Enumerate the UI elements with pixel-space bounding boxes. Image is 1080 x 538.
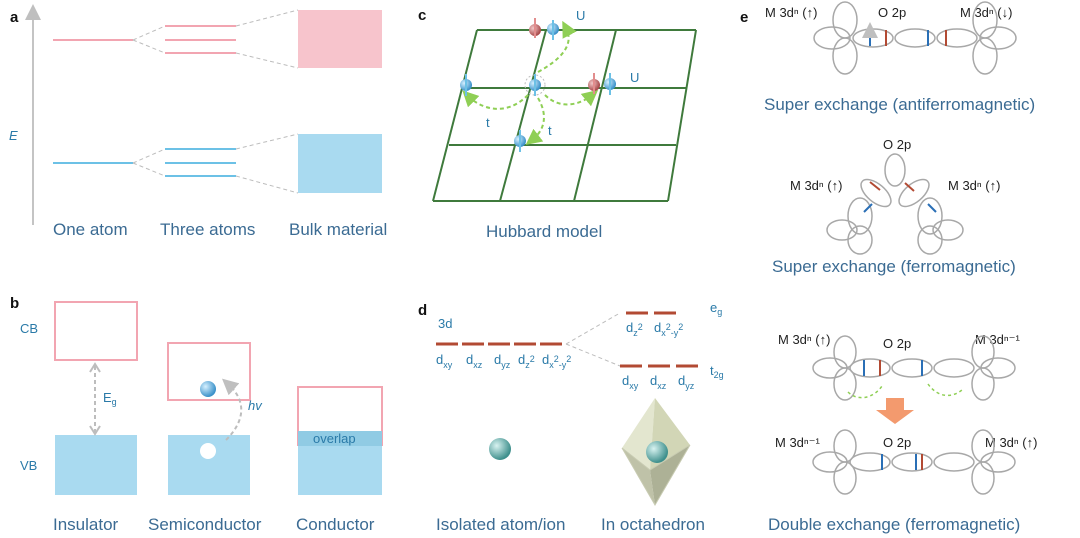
overlap-region: [298, 431, 382, 446]
octahedron: [621, 398, 691, 506]
excited-electron: [200, 381, 216, 397]
bulk-band-blue: [298, 134, 382, 193]
oxygen-2p-label: O 2p: [883, 336, 911, 351]
oxygen-2p-label: O 2p: [883, 137, 911, 152]
overlap-label: overlap: [313, 431, 356, 446]
octahedral-ion-sphere: [646, 441, 668, 463]
panel-e: e M 3dⁿ (↑) O 2p M 3dⁿ (↓) Super exchang…: [740, 1, 1037, 534]
cb-label: CB: [20, 321, 38, 336]
orbital-dz2: dz2: [518, 352, 535, 370]
oxygen-2p-label: O 2p: [883, 435, 911, 450]
bulk-band-pink: [298, 10, 382, 68]
panel-e-letter: e: [740, 9, 748, 26]
energy-axis-label: E: [9, 128, 18, 143]
caption-double-exchange: Double exchange (ferromagnetic): [768, 515, 1020, 534]
caption-insulator: Insulator: [53, 515, 119, 534]
metal-spin-up-label: M 3dⁿ (↑): [790, 178, 842, 193]
orbital-dxy: dxy: [436, 352, 453, 370]
caption-bulk-material: Bulk material: [289, 220, 387, 239]
metal-spin-up-label: M 3dⁿ (↑): [765, 5, 817, 20]
panel-a: a E One atom Three atoms Bulk material: [9, 4, 387, 239]
gap-label: Eg: [103, 390, 117, 407]
insulator-cb: [54, 301, 138, 361]
hop-arrow: [462, 90, 529, 110]
hop-arrow: [544, 89, 599, 107]
hubbard-u-label: U: [576, 8, 585, 23]
caption-three-atoms: Three atoms: [160, 220, 255, 239]
metal-nminus1-label: M 3dⁿ⁻¹: [975, 332, 1021, 347]
orbital-dyz: dyz: [678, 373, 695, 391]
orbital-dxz: dxz: [650, 373, 667, 391]
hv-label: hv: [248, 398, 263, 413]
orbital-dxz: dxz: [466, 352, 483, 370]
panel-a-letter: a: [10, 9, 19, 26]
hop-arrow: [525, 97, 545, 145]
orbital-dx2y2: dx2-y2: [654, 320, 683, 338]
metal-spin-up-label: M 3dⁿ (↑): [778, 332, 830, 347]
caption-super-exchange-afm: Super exchange (antiferromagnetic): [764, 95, 1035, 114]
orbital-lobes-double-top: [812, 335, 1016, 401]
caption-in-octahedron: In octahedron: [601, 515, 705, 534]
semiconductor-cb: [167, 342, 251, 401]
hopping-t-label: t: [486, 115, 490, 130]
orbital-lobes-afm: [813, 1, 1017, 75]
level-3d-label: 3d: [438, 316, 452, 331]
transition-arrow: [876, 398, 914, 424]
hubbard-lattice-grid: [432, 29, 697, 202]
panel-c: c U U t: [418, 7, 697, 241]
caption-hubbard-model: Hubbard model: [486, 222, 602, 241]
orbital-dx2y2: dx2-y2: [542, 352, 571, 370]
orbital-dz2: dz2: [626, 320, 643, 338]
panel-b-letter: b: [10, 295, 19, 312]
metal-nminus1-label: M 3dⁿ⁻¹: [775, 435, 821, 450]
orbital-lobes-double-bottom: [812, 429, 1016, 495]
panel-c-letter: c: [418, 7, 426, 24]
caption-conductor: Conductor: [296, 515, 375, 534]
panel-d: d 3d eg t2g dxy dxz dyz dz2 dx2-y2 dz2: [418, 300, 724, 534]
panel-d-letter: d: [418, 302, 427, 319]
orbital-lobes-fm: [826, 153, 964, 255]
insulator-vb: [55, 435, 137, 495]
metal-spin-up-label: M 3dⁿ (↑): [948, 178, 1000, 193]
caption-super-exchange-fm: Super exchange (ferromagnetic): [772, 257, 1016, 276]
caption-one-atom: One atom: [53, 220, 128, 239]
metal-spin-down-label: M 3dⁿ (↓): [960, 5, 1012, 20]
hubbard-u-label: U: [630, 70, 639, 85]
caption-semiconductor: Semiconductor: [148, 515, 262, 534]
oxygen-2p-label: O 2p: [878, 5, 906, 20]
isolated-ion-sphere: [489, 438, 511, 460]
orbital-dxy: dxy: [622, 373, 639, 391]
hopping-t-label: t: [548, 123, 552, 138]
orbital-dyz: dyz: [494, 352, 511, 370]
eg-label: eg: [710, 300, 722, 317]
hole: [200, 443, 216, 459]
vb-label: VB: [20, 458, 37, 473]
t2g-label: t2g: [710, 363, 724, 380]
caption-isolated-atom: Isolated atom/ion: [436, 515, 565, 534]
panel-b: b CB VB Eg hv overlap Insulator Semicond…: [10, 295, 383, 534]
metal-spin-up-label: M 3dⁿ (↑): [985, 435, 1037, 450]
